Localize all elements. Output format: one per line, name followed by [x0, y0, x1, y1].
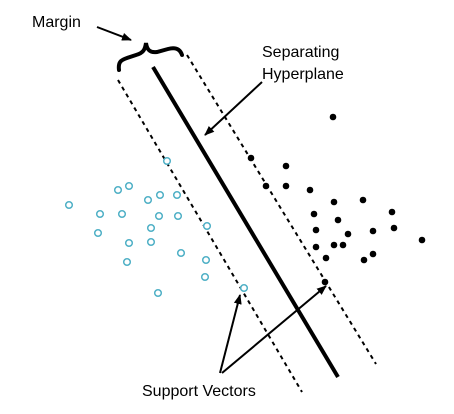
- class-a-points: [64, 156, 249, 298]
- class-b-point: [369, 250, 377, 258]
- hyperplane-label-line2: Hyperplane: [262, 66, 344, 83]
- class-b-point: [329, 113, 337, 121]
- class-a-point: [173, 211, 183, 221]
- class-a-point: [124, 181, 134, 191]
- class-b-point: [282, 162, 290, 170]
- class-a-point: [113, 185, 123, 195]
- class-b-points: [247, 113, 426, 286]
- support-vector-arrow-left-icon: [219, 294, 242, 374]
- class-a-point: [143, 195, 153, 205]
- class-a-point: [122, 257, 132, 267]
- class-a-point: [202, 221, 212, 231]
- class-b-point: [344, 230, 352, 238]
- class-a-point: [124, 238, 134, 248]
- margin-label: Margin: [32, 14, 81, 31]
- class-a-point: [155, 190, 165, 200]
- class-b-point: [312, 226, 320, 234]
- class-b-point: [418, 236, 426, 244]
- class-b-point: [321, 278, 329, 286]
- hyperplane-label-line1: Separating: [262, 44, 339, 61]
- class-b-point: [390, 224, 398, 232]
- class-b-point: [282, 182, 290, 190]
- class-b-point: [334, 216, 342, 224]
- class-a-point: [117, 209, 127, 219]
- curly-brace-icon: [116, 42, 184, 72]
- class-a-point: [172, 190, 182, 200]
- class-b-point: [339, 241, 347, 249]
- class-a-point: [153, 288, 163, 298]
- class-b-point: [369, 227, 377, 235]
- support-vectors-label: Support Vectors: [142, 383, 256, 400]
- class-b-point: [330, 241, 338, 249]
- class-a-point: [162, 156, 172, 166]
- class-b-point: [247, 154, 255, 162]
- separating-hyperplane-line: [151, 65, 340, 379]
- margin-arrow-icon: [96, 26, 132, 41]
- margin-boundary-right: [186, 54, 377, 365]
- class-a-point: [239, 283, 249, 293]
- class-a-point: [200, 272, 210, 282]
- class-b-point: [359, 196, 367, 204]
- margin-boundary-left: [117, 79, 303, 393]
- support-vector-arrow-right-icon: [221, 285, 327, 374]
- class-a-point: [176, 248, 186, 258]
- class-b-point: [312, 243, 320, 251]
- class-b-point: [310, 210, 318, 218]
- class-a-point: [93, 228, 103, 238]
- class-b-point: [306, 186, 314, 194]
- class-a-point: [146, 237, 156, 247]
- class-a-point: [64, 200, 74, 210]
- class-b-point: [388, 208, 396, 216]
- class-a-point: [201, 255, 211, 265]
- class-b-point: [330, 198, 338, 206]
- class-b-point: [322, 254, 330, 262]
- class-a-point: [154, 211, 164, 221]
- class-a-point: [146, 223, 156, 233]
- class-b-point: [360, 256, 368, 264]
- hyperplane-arrow-icon: [204, 81, 263, 136]
- class-a-point: [95, 209, 105, 219]
- class-b-point: [262, 182, 270, 190]
